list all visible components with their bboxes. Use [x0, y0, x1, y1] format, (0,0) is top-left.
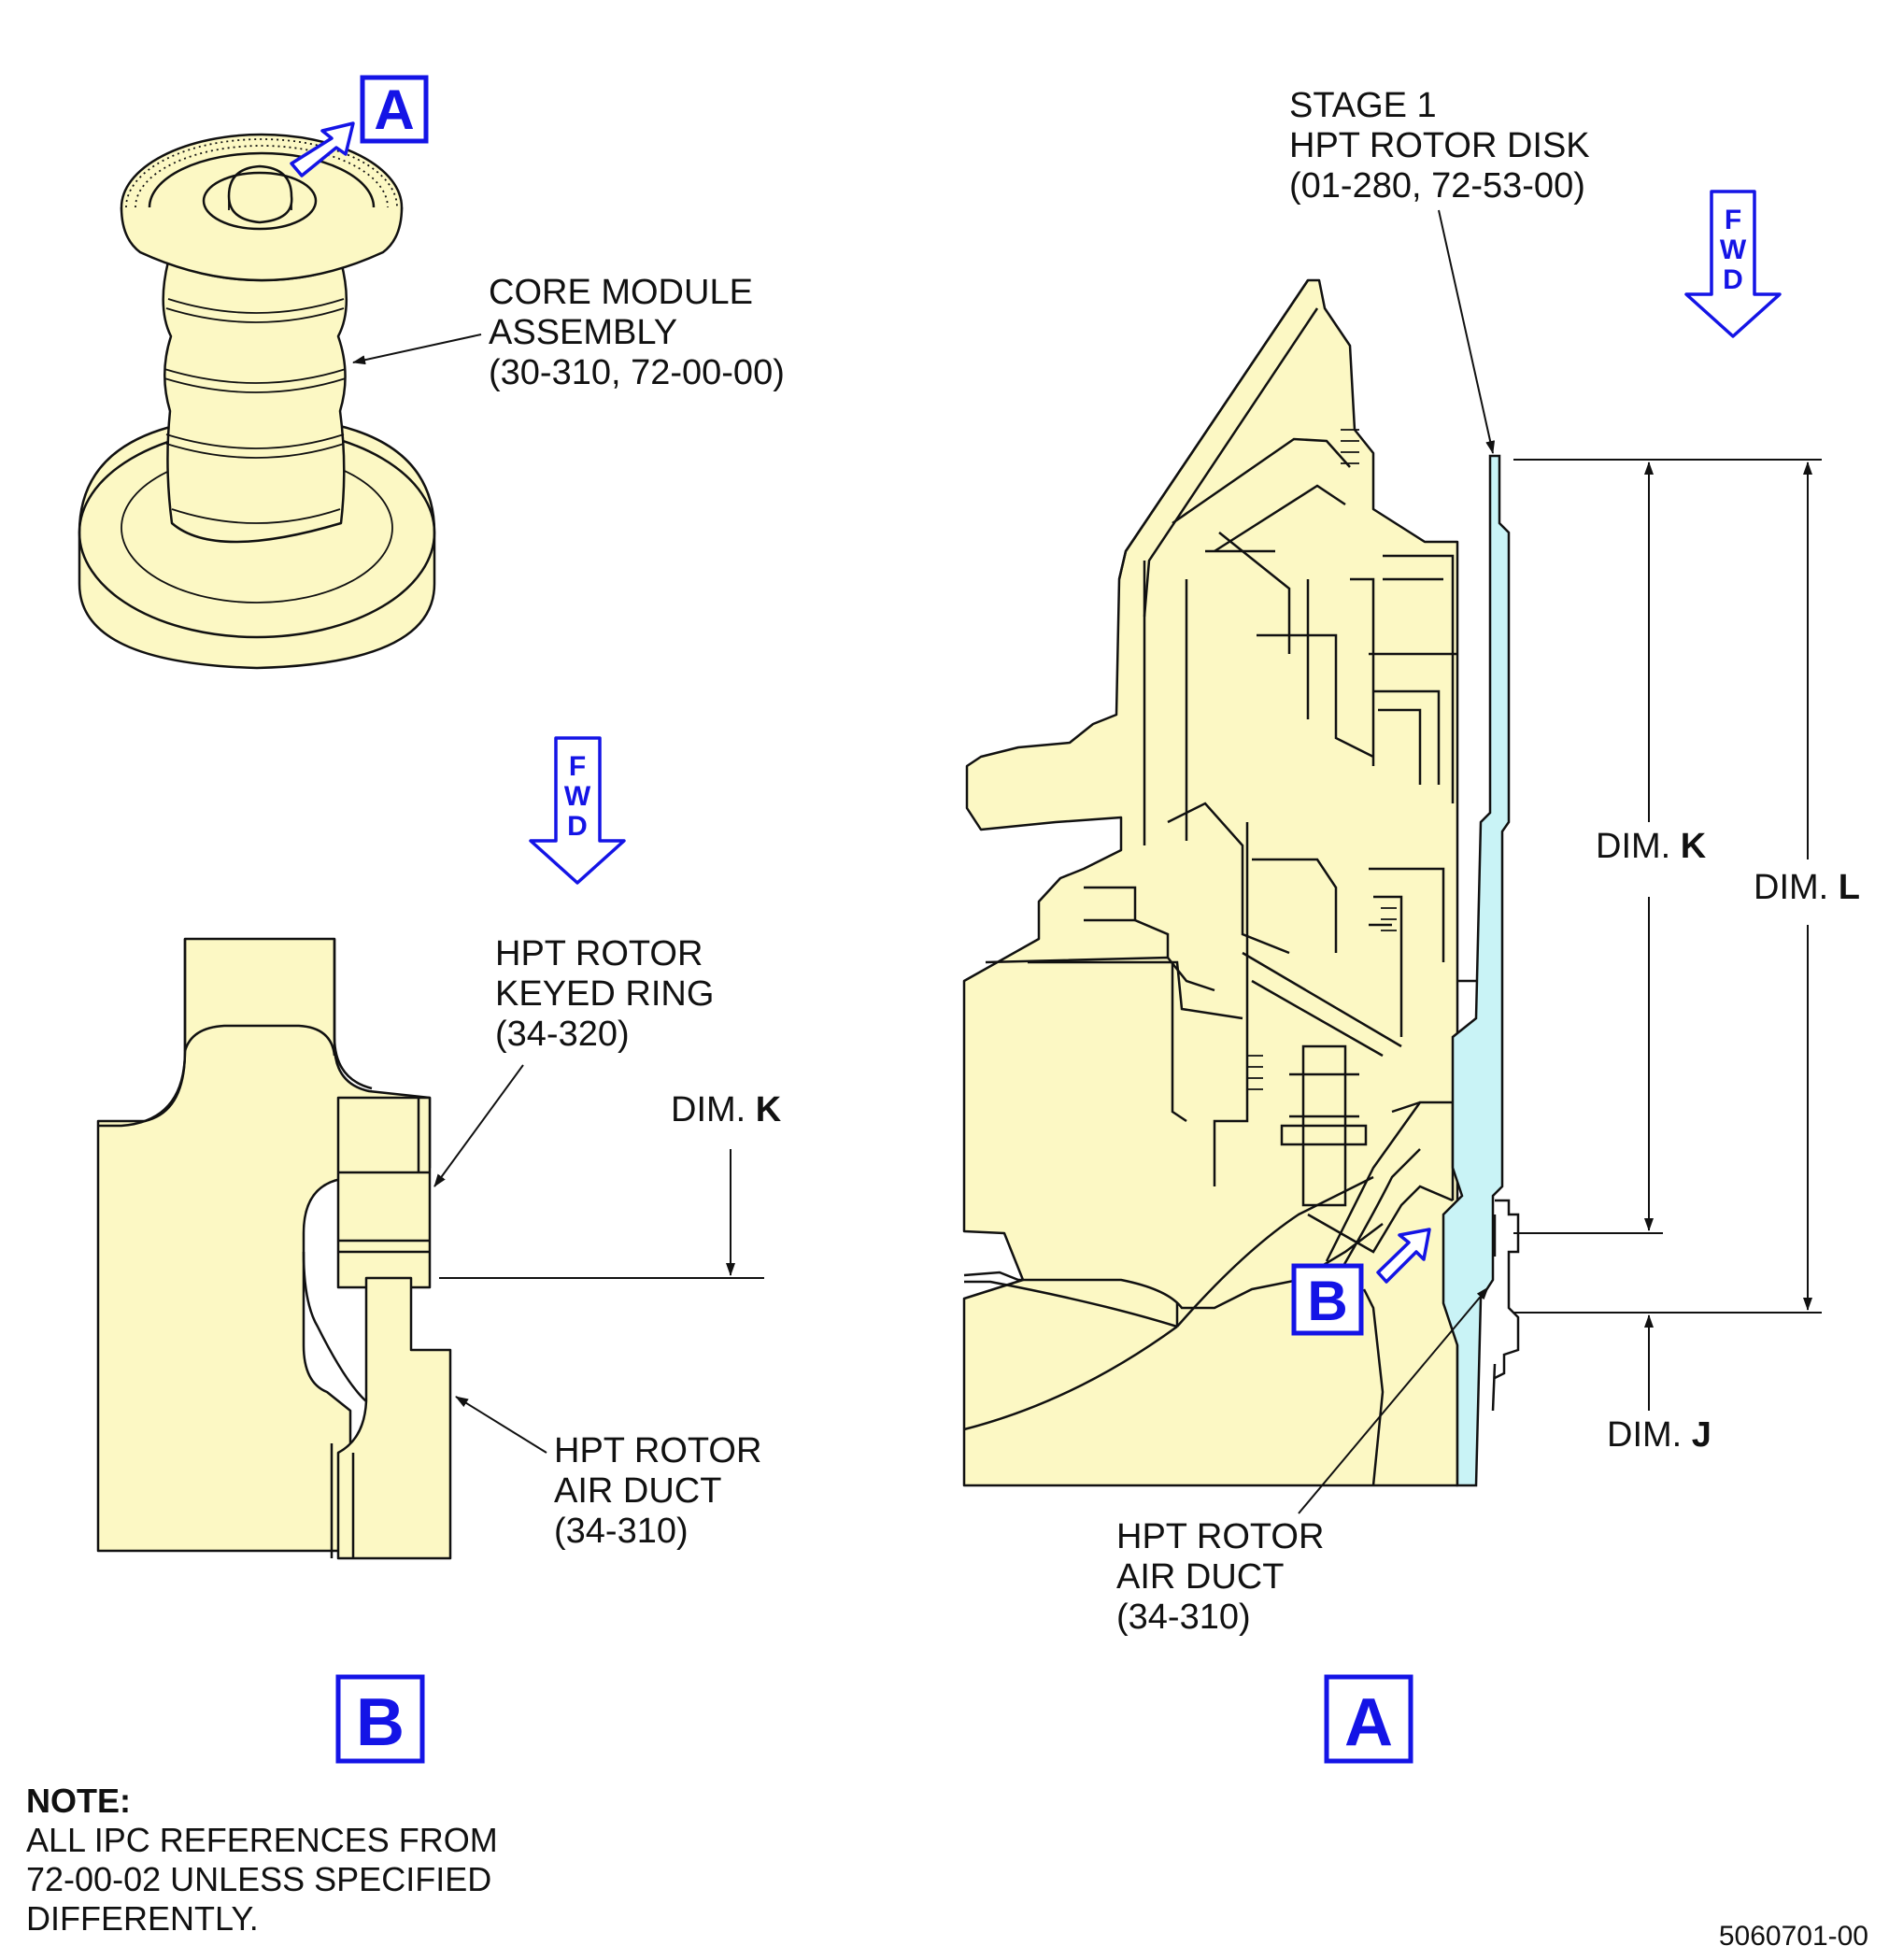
svg-text:KEYED RING: KEYED RING — [495, 974, 714, 1014]
svg-text:A: A — [374, 78, 414, 141]
svg-text:DIFFERENTLY.: DIFFERENTLY. — [26, 1899, 259, 1938]
svg-text:DIM. K: DIM. K — [671, 1090, 782, 1129]
view-b-detail: F W D — [96, 736, 764, 1560]
keyed-ring-label: HPT ROTOR KEYED RING (34-320) — [433, 934, 714, 1187]
svg-text:HPT ROTOR: HPT ROTOR — [554, 1431, 761, 1470]
view-a-dim-j-label: DIM. J — [1607, 1415, 1711, 1455]
view-arrow-icon — [1376, 1228, 1431, 1284]
iso-view-a-callout: A — [290, 75, 429, 178]
svg-text:W: W — [1720, 234, 1747, 265]
svg-text:D: D — [567, 811, 588, 842]
figure-id: 5060701-00 — [1719, 1921, 1868, 1952]
svg-text:NOTE:: NOTE: — [26, 1782, 131, 1820]
view-a-fwd-arrow: F W D — [1684, 190, 1782, 338]
svg-text:W: W — [564, 781, 591, 812]
view-arrow-icon — [290, 121, 355, 178]
svg-text:HPT ROTOR: HPT ROTOR — [1116, 1517, 1324, 1556]
view-a-callout-b: B — [1291, 1228, 1431, 1336]
view-a-highlight-part — [1442, 454, 1511, 1487]
svg-text:HPT ROTOR: HPT ROTOR — [495, 934, 703, 973]
fwd-arrow-icon — [529, 736, 626, 885]
svg-text:HPT ROTOR DISK: HPT ROTOR DISK — [1289, 126, 1590, 165]
view-b-dim-k-label: DIM. K — [671, 1090, 782, 1129]
svg-text:AIR DUCT: AIR DUCT — [554, 1471, 721, 1511]
view-a-air-duct-label: HPT ROTOR AIR DUCT (34-310) — [1116, 1286, 1489, 1637]
svg-text:ALL IPC REFERENCES FROM: ALL IPC REFERENCES FROM — [26, 1821, 498, 1859]
svg-text:DIM. L: DIM. L — [1754, 868, 1860, 907]
view-b-label: B — [335, 1674, 425, 1764]
svg-text:DIM. J: DIM. J — [1607, 1415, 1711, 1455]
svg-text:B: B — [1307, 1270, 1347, 1332]
svg-text:F: F — [1725, 205, 1741, 235]
svg-text:F: F — [569, 751, 586, 782]
stage1-disk-label: STAGE 1 HPT ROTOR DISK (01-280, 72-53-00… — [1289, 86, 1590, 454]
note-block: NOTE: ALL IPC REFERENCES FROM 72-00-02 U… — [26, 1782, 498, 1938]
svg-text:72-00-02 UNLESS SPECIFIED: 72-00-02 UNLESS SPECIFIED — [26, 1860, 491, 1898]
core-module-iso-drawing — [78, 133, 436, 670]
svg-text:ASSEMBLY: ASSEMBLY — [489, 313, 677, 352]
svg-text:(01-280, 72-53-00): (01-280, 72-53-00) — [1289, 166, 1585, 206]
svg-text:B: B — [356, 1685, 405, 1760]
view-a-dim-l-label: DIM. L — [1754, 868, 1860, 907]
view-b-fwd-arrow: F W D — [529, 736, 626, 885]
svg-text:A: A — [1344, 1685, 1393, 1760]
svg-text:STAGE 1: STAGE 1 — [1289, 86, 1437, 125]
svg-text:D: D — [1723, 264, 1743, 295]
view-a-aft-fittings — [1491, 1199, 1520, 1412]
svg-text:(34-310): (34-310) — [1116, 1598, 1251, 1637]
fwd-arrow-icon — [1684, 190, 1782, 338]
view-a-label: A — [1324, 1674, 1413, 1764]
svg-text:(34-310): (34-310) — [554, 1512, 689, 1551]
svg-text:DIM. K: DIM. K — [1596, 827, 1707, 866]
view-a-dimension-lines — [1513, 459, 1822, 1411]
svg-text:AIR DUCT: AIR DUCT — [1116, 1557, 1284, 1597]
svg-text:CORE MODULE: CORE MODULE — [489, 273, 753, 312]
view-b-air-duct-label: HPT ROTOR AIR DUCT (34-310) — [455, 1396, 761, 1551]
svg-text:(34-320): (34-320) — [495, 1015, 630, 1054]
core-module-label: CORE MODULE ASSEMBLY (30-310, 72-00-00) — [352, 273, 785, 392]
view-a-dim-k-label: DIM. K — [1596, 827, 1707, 866]
svg-text:(30-310, 72-00-00): (30-310, 72-00-00) — [489, 353, 785, 392]
view-a-section — [962, 278, 1476, 1487]
